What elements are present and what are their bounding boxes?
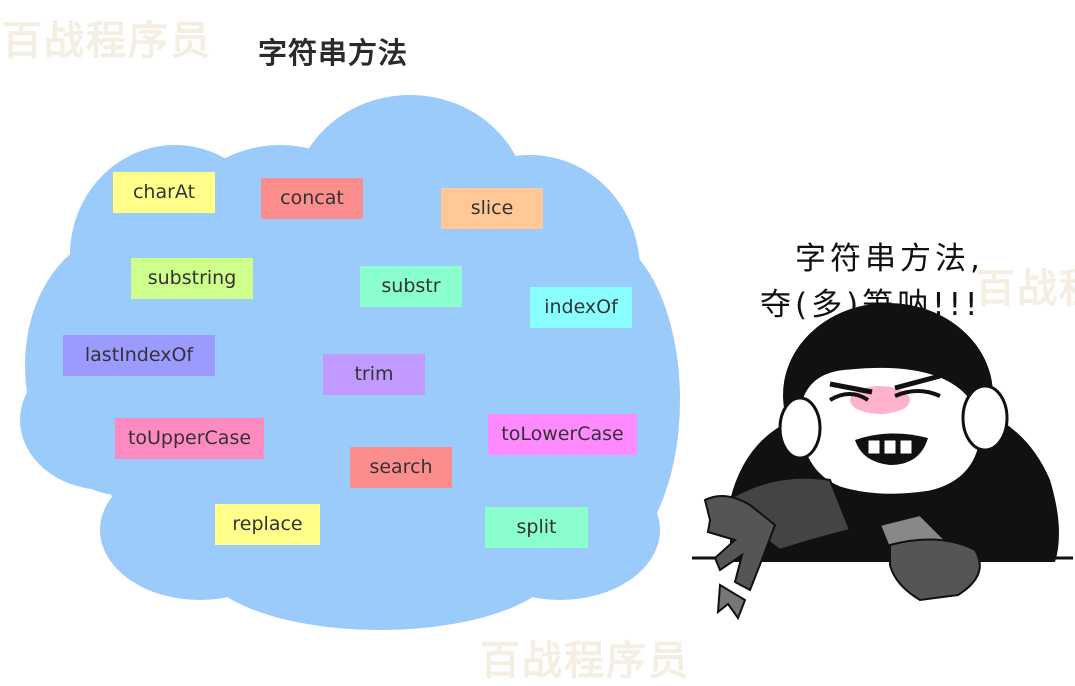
method-tag-toUpperCase: toUpperCase (115, 418, 264, 459)
meme-caption-line1: 字符串方法, (795, 241, 984, 277)
meme-left-eye (828, 392, 870, 402)
method-tag-trim: trim (323, 354, 425, 395)
meme-tooth-2 (883, 439, 897, 455)
method-tag-slice: slice (441, 188, 543, 229)
meme-right-ear (961, 384, 1009, 452)
method-tag-charAt: charAt (113, 172, 215, 213)
meme-falling-bamboo (716, 583, 747, 621)
meme-left-arm (718, 476, 852, 552)
method-tag-substring: substring (131, 258, 253, 299)
method-tag-search: search (350, 447, 452, 488)
method-tag-concat: concat (261, 178, 363, 219)
meme-face (796, 364, 984, 497)
meme-right-brow (894, 373, 941, 391)
meme-left-brow (829, 381, 873, 395)
watermark-top-left: 百战程序员 (2, 18, 212, 64)
meme-right-eye (894, 389, 941, 398)
method-tag-toLowerCase: toLowerCase (488, 414, 637, 455)
meme-tooth-3 (899, 439, 913, 455)
page-title: 字符串方法 (258, 36, 409, 70)
method-tag-lastIndexOf: lastIndexOf (63, 335, 215, 376)
meme-left-ear (778, 396, 822, 460)
meme-character-illustration (692, 303, 1073, 621)
meme-tooth-1 (867, 439, 881, 455)
method-tag-substr: substr (360, 266, 462, 307)
method-tag-split: split (485, 507, 588, 548)
watermark-far-right: 百战程序员 (975, 266, 1075, 312)
method-tag-replace: replace (215, 504, 320, 545)
method-tag-indexOf: indexOf (530, 287, 632, 328)
meme-left-hand (703, 495, 777, 592)
meme-right-hand (889, 538, 981, 602)
